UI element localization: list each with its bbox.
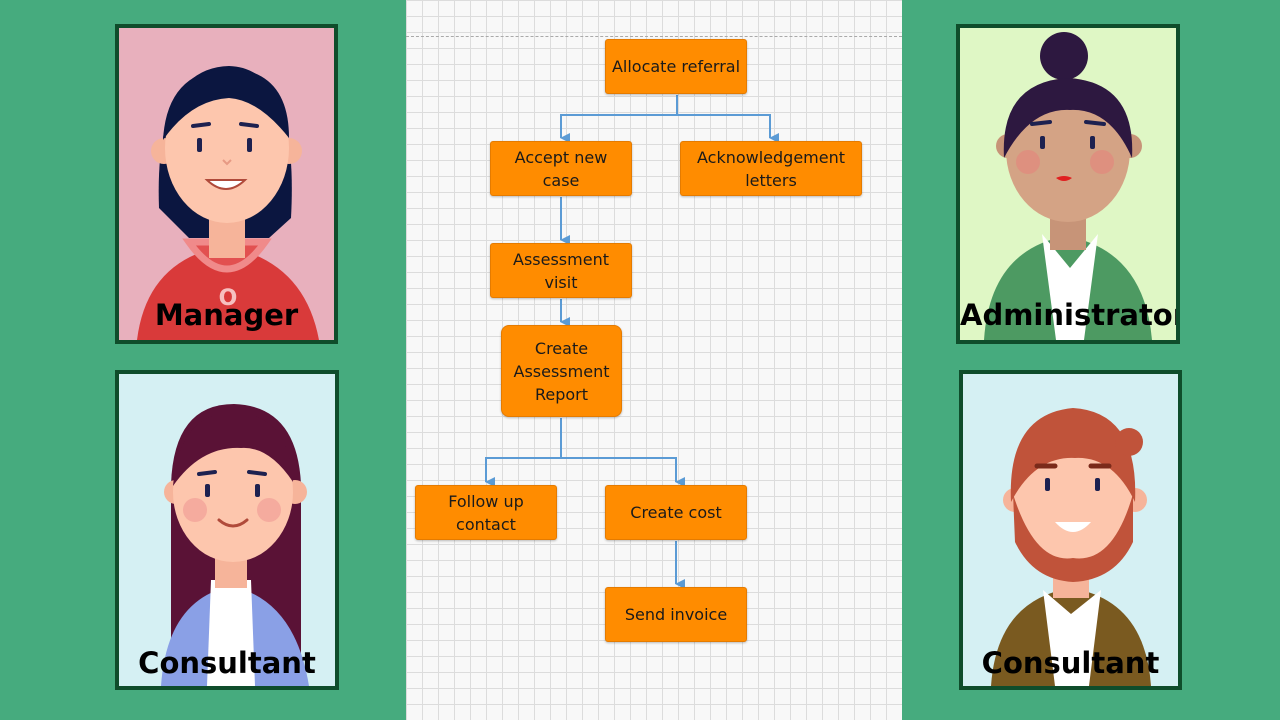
administrator-card: Administrator [956, 24, 1180, 344]
consultant-left-label: Consultant [138, 646, 316, 680]
manager-card: Manager O [115, 24, 338, 344]
consultant-right-card: Consultant [959, 370, 1182, 690]
administrator-avatar [984, 32, 1152, 340]
node-assessment-visit[interactable]: Assessment visit [490, 243, 632, 298]
connector-allocate-acknowledgement [677, 114, 779, 143]
node-follow-up-contact[interactable]: Follow up contact [415, 485, 557, 540]
manager-label: Manager [154, 298, 299, 332]
consultant-left-avatar [161, 404, 309, 686]
connector-report-create-cost [561, 457, 685, 487]
node-allocate-referral[interactable]: Allocate referral [605, 39, 747, 94]
page-break-line [406, 36, 902, 37]
flowchart-canvas[interactable]: Allocate referral Accept new case Acknow… [406, 0, 902, 720]
consultant-right-avatar [991, 408, 1151, 686]
node-send-invoice[interactable]: Send invoice [605, 587, 747, 642]
manager-avatar [137, 66, 319, 340]
manager-shirt-badge: O [218, 286, 238, 311]
node-create-assessment-report[interactable]: Create Assessment Report [501, 325, 622, 417]
administrator-label: Administrator [960, 298, 1180, 332]
consultant-right-label: Consultant [981, 646, 1160, 680]
node-accept-new-case[interactable]: Accept new case [490, 141, 632, 196]
flowchart-connectors [485, 95, 779, 589]
consultant-left-card: Consultant [115, 370, 339, 690]
node-acknowledgement-letters[interactable]: Acknowledgement letters [680, 141, 862, 196]
connector-allocate-accept [560, 95, 678, 143]
node-create-cost[interactable]: Create cost [605, 485, 747, 540]
connector-report-followup [485, 418, 562, 487]
